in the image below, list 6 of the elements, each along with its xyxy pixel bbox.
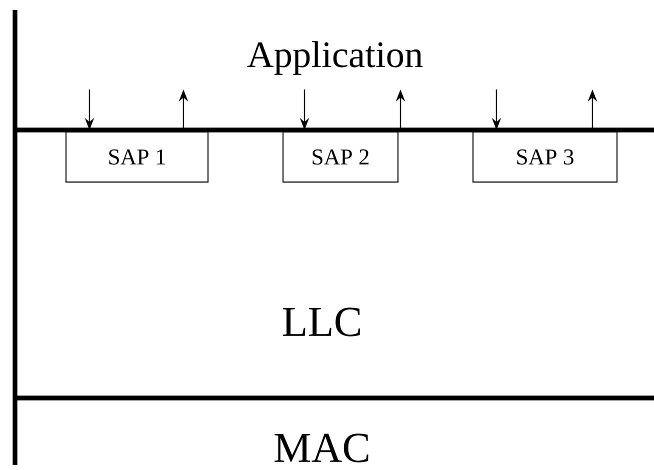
layer-label: LLC	[282, 308, 360, 336]
sap-box: SAP 3	[472, 132, 618, 183]
sap-box: SAP 1	[65, 132, 209, 183]
layer-label: MAC	[274, 434, 368, 462]
layer-label: Application	[247, 41, 423, 75]
sap-box: SAP 2	[282, 132, 398, 183]
